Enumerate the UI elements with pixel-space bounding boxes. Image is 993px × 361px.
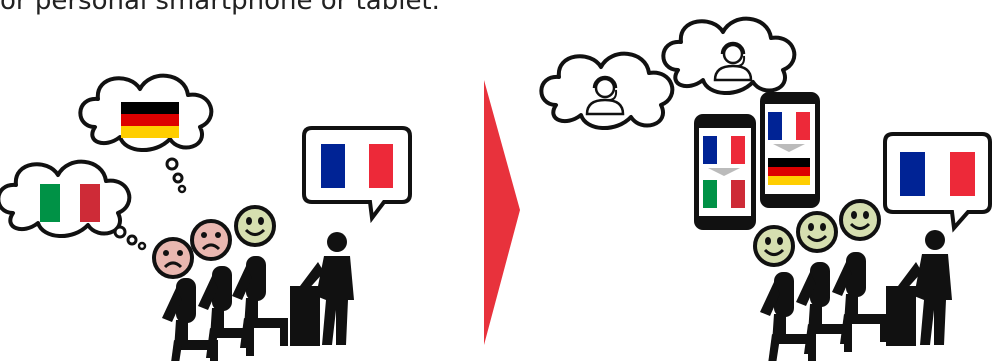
happy-face-icon <box>841 201 879 239</box>
happy-face-icon <box>798 213 836 251</box>
italy-flag-icon <box>40 184 100 222</box>
sad-face-icon <box>192 221 230 259</box>
speech-bubble-france <box>885 134 990 228</box>
tourist-group-happy <box>755 201 888 361</box>
happy-face-icon <box>755 227 793 265</box>
before-scene <box>0 76 410 361</box>
after-scene <box>541 19 990 361</box>
smartphone-icon <box>694 114 756 230</box>
smartphone-icon <box>760 92 820 208</box>
sad-face-icon <box>154 239 192 277</box>
podium-icon <box>886 286 916 346</box>
red-arrow-icon <box>484 80 520 345</box>
podium-icon <box>290 286 320 346</box>
happy-face-icon <box>236 207 274 245</box>
tourist-group-sad <box>154 207 288 361</box>
germany-flag-icon <box>121 102 179 138</box>
speech-bubble-france <box>304 128 410 218</box>
